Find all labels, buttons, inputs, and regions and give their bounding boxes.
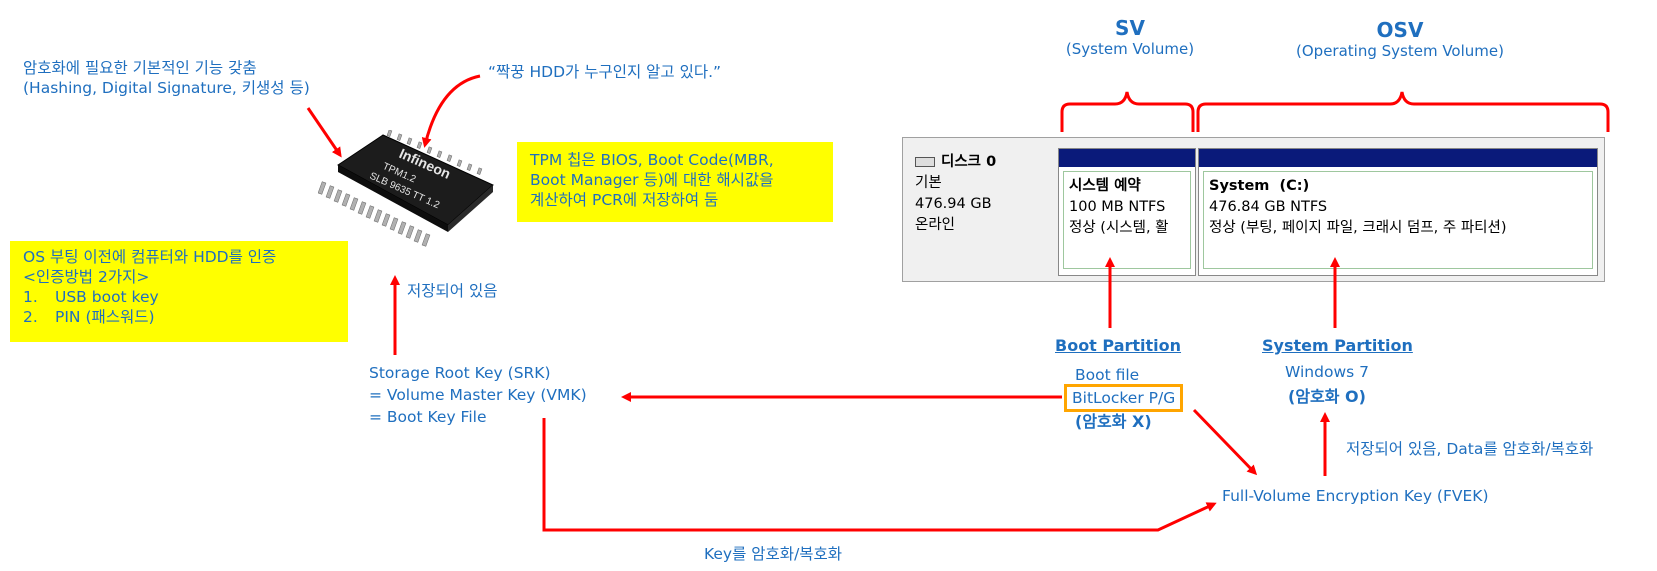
srk-line3: = Boot Key File [369,408,487,426]
volume-system-reserved-body: 시스템 예약 100 MB NTFS 정상 (시스템, 활 [1063,171,1191,269]
sv-bracket [1060,91,1195,132]
osv-header: OSV (Operating System Volume) [1250,18,1550,60]
osv-title: OSV [1376,18,1424,42]
volume-system-c[interactable]: System (C:) 476.84 GB NTFS 정상 (부팅, 페이지 파… [1198,148,1598,276]
auth-item-2: 2. PIN (패스워드) [23,307,348,327]
disk-drive-icon [915,157,935,167]
volume-system-reserved[interactable]: 시스템 예약 100 MB NTFS 정상 (시스템, 활 [1058,148,1196,276]
volume-system-c-body: System (C:) 476.84 GB NTFS 정상 (부팅, 페이지 파… [1203,171,1593,269]
disk-info: 디스크 0 기본 476.94 GB 온라인 [903,138,1053,281]
boot-file-label: Boot file [1075,366,1140,384]
disk-status: 온라인 [915,217,956,233]
volume-system-c-name: System (C:) [1209,178,1310,194]
auth-item-1-text: USB boot key [55,288,159,306]
disk-panel: 디스크 0 기본 476.94 GB 온라인 시스템 예약 100 MB NTF… [902,137,1605,282]
system-encrypted: (암호화 O) [1288,387,1366,406]
tpm-chip-image: Infineon TPM1.2 SLB 9635 TT 1.2 [317,129,508,260]
volume-system-c-size: 476.84 GB NTFS [1209,199,1328,215]
tpm-chip-graphic: Infineon TPM1.2 SLB 9635 TT 1.2 [317,129,494,247]
chip-quote: “짝꿍 HDD가 누구인지 알고 있다.” [488,63,722,81]
boot-partition-title[interactable]: Boot Partition [1055,336,1182,355]
auth-item-1-num: 1. [23,288,38,306]
tpm-note-line2: Boot Manager 등)에 대한 해시값을 [530,171,774,189]
volume-system-reserved-name: 시스템 예약 [1069,178,1141,194]
auth-note-box: OS 부팅 이전에 컴퓨터와 HDD를 인증 <인증방법 2가지> 1. USB … [10,241,348,342]
auth-item-1: 1. USB boot key [23,287,348,307]
disk-name-row: 디스크 0 [915,152,1053,173]
tpm-note-line3: 계산하여 PCR에 저장하여 둠 [530,191,719,209]
arrow-bitlocker-to-fvek [1192,408,1258,476]
srk-block: Storage Root Key (SRK) = Volume Master K… [369,362,587,428]
volume-system-c-status: 정상 (부팅, 페이지 파일, 크래시 덤프, 주 파티션) [1209,220,1507,236]
crypto-features-note: 암호화에 필요한 기본적인 기능 갖춤 (Hashing, Digital Si… [23,58,310,98]
osv-bracket [1196,91,1610,132]
key-encrypt-label: Key를 암호화/복호화 [704,545,843,563]
arrow-features-to-chip [306,107,342,158]
volume-system-c-bar [1199,149,1597,167]
stored-label: 저장되어 있음 [407,282,498,300]
srk-line2: = Volume Master Key (VMK) [369,386,587,404]
system-partition-title[interactable]: System Partition [1262,336,1413,355]
disk-size: 476.94 GB [915,196,992,212]
crypto-features-line1: 암호화에 필요한 기본적인 기능 갖춤 [23,59,257,77]
disk-name: 디스크 0 [941,154,997,170]
auth-item-2-num: 2. [23,308,38,326]
sv-title: SV [1115,16,1145,40]
boot-not-encrypted: (암호화 X) [1075,412,1152,431]
fvek-label: Full-Volume Encryption Key (FVEK) [1222,487,1489,505]
auth-note-line2: <인증방법 2가지> [23,268,150,286]
fvek-stored-label: 저장되어 있음, Data를 암호화/복호화 [1346,440,1594,458]
auth-note-line1: OS 부팅 이전에 컴퓨터와 HDD를 인증 [23,248,277,266]
crypto-features-line2: (Hashing, Digital Signature, 키생성 등) [23,79,310,97]
srk-line1: Storage Root Key (SRK) [369,364,551,382]
disk-type: 기본 [915,175,942,191]
arrow-quote-to-chip [421,74,481,148]
arrow-srk-to-fvek [542,418,1217,532]
volume-system-reserved-bar [1059,149,1195,167]
sv-header: SV (System Volume) [1040,16,1220,58]
windows7-label: Windows 7 [1285,363,1369,381]
volume-system-reserved-status: 정상 (시스템, 활 [1069,220,1169,236]
sv-subtitle: (System Volume) [1065,40,1195,58]
tpm-note-line1: TPM 칩은 BIOS, Boot Code(MBR, [530,151,774,169]
osv-subtitle: (Operating System Volume) [1296,42,1504,60]
auth-item-2-text: PIN (패스워드) [55,308,155,326]
volume-system-reserved-size: 100 MB NTFS [1069,199,1166,215]
bitlocker-pg-box: BitLocker P/G [1064,384,1184,412]
tpm-note-box: TPM 칩은 BIOS, Boot Code(MBR, Boot Manager… [517,142,833,222]
